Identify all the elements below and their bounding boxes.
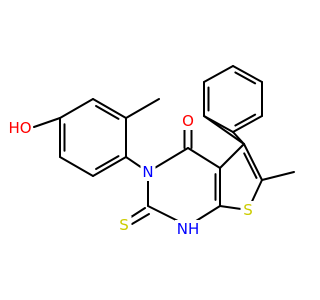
atom-label-hydroxy: HO [8, 119, 31, 137]
atom-label-thiophene-sulfur-bg [240, 201, 256, 219]
bond-methyl-thiophene [261, 171, 295, 181]
bond-ring-a-5 [59, 156, 94, 177]
bond-phenyl-3 [232, 65, 263, 83]
bond-phenyl-5 [232, 115, 263, 133]
bond-methyl-aryl [125, 98, 160, 119]
bond-ring-a-4 [92, 156, 127, 177]
atom-label-nh-bg [175, 220, 201, 238]
bond-c4a-c5 [219, 143, 245, 169]
bond-thiophene-inner [243, 152, 258, 179]
bond-c4-c4a [187, 147, 221, 169]
bond-ring-a-inner-1 [95, 104, 120, 120]
bond-c5-c6 [243, 143, 263, 181]
bond-c5-phenyl [232, 131, 245, 145]
bond-thione-2 [131, 213, 150, 225]
bond-phenyl-inner-3 [234, 113, 257, 127]
atom-label-nitrogen: N [142, 163, 153, 181]
atom-label-thiophene-sulfur: S [243, 201, 253, 219]
bond-phenyl-6 [203, 115, 234, 133]
bond-ring-a-inner-2 [95, 155, 120, 171]
bond-ring-a-1 [59, 98, 94, 119]
structure-diagram: HO O N S NH S [7, 65, 295, 238]
atom-label-nitrogen-bg [140, 163, 156, 181]
bond-ring-a-2 [92, 98, 127, 119]
bond-phenyl-2 [203, 65, 234, 83]
atom-label-carbonyl-oxygen-bg [180, 112, 196, 130]
atom-label-nh: NH [177, 220, 200, 238]
bond-hydroxy [33, 117, 61, 128]
atom-label-carbonyl-oxygen: O [182, 112, 194, 130]
atom-label-thione-sulfur-bg [116, 216, 132, 234]
atom-label-thione-sulfur: S [119, 216, 129, 234]
atom-label-hydroxy-bg [7, 119, 33, 137]
bond-phenyl-inner-2 [234, 71, 257, 85]
bonds [33, 65, 295, 227]
atom-labels: HO O N S NH S [7, 112, 256, 238]
